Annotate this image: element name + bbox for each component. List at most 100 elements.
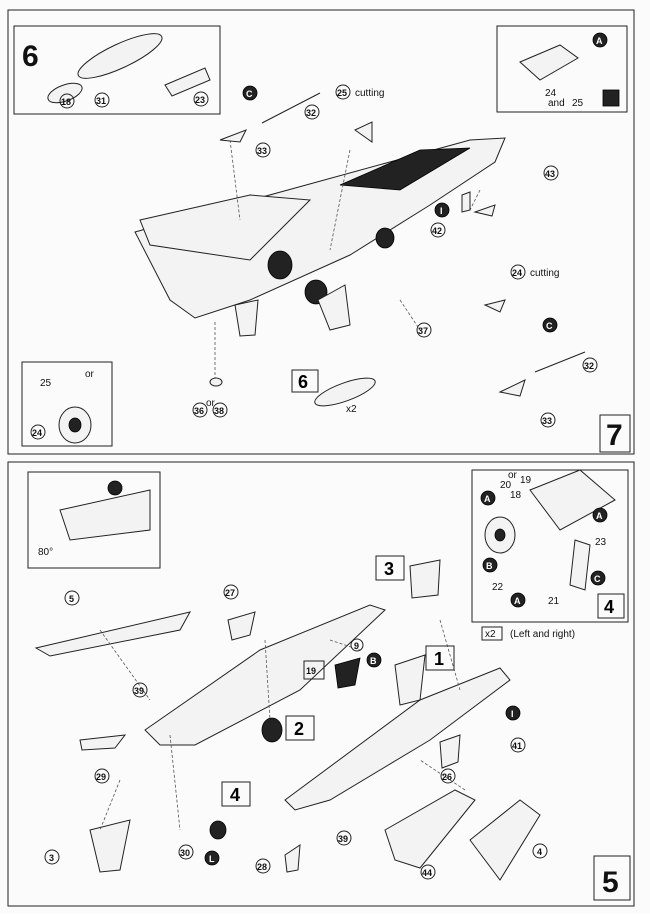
callout-9 [350,638,364,652]
tag-3-label: 3 [384,559,394,579]
x2-box [481,626,503,641]
inset-marker-C [590,570,606,586]
part-28 [284,844,301,873]
drop-tank [77,33,163,79]
glue-icon [602,89,620,107]
callout-41-label: 41 [512,741,522,751]
callout-32-bottom-label: 32 [584,361,594,371]
callout-39-bottom-label: 39 [338,834,348,844]
callout-3 [44,849,60,865]
and-label: and [548,98,565,109]
tag-1 [425,645,455,671]
callout-29-label: 29 [96,772,106,782]
marker-I-bottom [505,705,521,721]
inset-marker-A-1 [480,490,496,506]
callout-18 [30,424,46,440]
marker-C-top [242,85,258,101]
inset-marker-C-label: C [594,574,601,584]
left-right-label: (Left and right) [510,629,575,640]
drop-tank-bottom [314,377,376,407]
wing-insert-part [519,44,579,81]
part-33-top [219,129,248,143]
inset-callout-19: 19 [520,475,532,486]
callout-3-label: 3 [49,853,54,863]
callout-42 [430,222,446,238]
wheel-4-part [261,717,283,743]
part-26 [439,734,461,769]
nose-wheel [375,227,395,249]
marker-L-label: L [209,854,215,864]
gear-door-2 [234,299,259,337]
inset-marker-A-2-label: A [514,596,521,606]
tag-2 [285,715,315,741]
callout-44 [420,864,436,880]
callout-33-bottom [540,412,556,428]
callout-33-top [255,142,271,158]
callout-24-cut-label: 24 [512,268,522,278]
callout-39-bottom [336,830,352,846]
part-29 [79,734,127,751]
gear-door-1 [317,284,351,331]
callout-25 [335,84,351,100]
marker-I-bottom-label: I [511,709,514,719]
callout-35 [94,92,110,108]
step-5-number: 5 [602,866,619,899]
wing-part-5 [34,611,191,657]
callout-33-bottom-label: 33 [542,416,552,426]
part-32-bottom [534,351,586,373]
cutting-label-2: cutting [530,268,559,279]
subpanel-wing-parts-border [496,25,628,113]
callout-28-label: 28 [257,862,267,872]
step-7-number: 7 [606,419,623,452]
subpanel-6-number: 6 [22,40,39,73]
callout-25-cut-label: 25 [337,88,347,98]
inset-marker-A-3 [592,507,608,523]
callout-42-label: 42 [432,226,442,236]
marker-C-top-label: C [246,89,253,99]
or-label-1: or [85,369,95,380]
subassembly-tag-6 [291,369,319,393]
inset-angle-border [27,471,161,569]
inset-strut [569,539,591,591]
tail-part-3 [89,819,131,873]
inset-marker-A-2 [510,592,526,608]
callout-32-bottom [582,357,598,373]
inset-marker-B [482,557,498,573]
fuselage-half-right [284,667,511,811]
marker-A-top [592,32,608,48]
inset-step-4-box [597,593,625,619]
marker-B-bottom-label: B [370,656,377,666]
x2-label-top: x2 [346,404,357,415]
callout-27-label: 27 [225,588,235,598]
tag-2-label: 2 [294,719,304,739]
missile-part [47,82,83,104]
callout-38-label: 38 [214,406,224,416]
callout-37-label: 37 [418,326,428,336]
callout-44-label: 44 [422,868,432,878]
inset-bay-part [529,469,616,531]
part-24-cut [483,299,506,313]
subassembly-3-part [409,559,441,599]
callout-9-label: 9 [354,641,359,651]
part-42 [461,191,471,213]
inset-wheel-hub [494,528,506,542]
tag-1-label: 1 [434,649,444,669]
inset-step-4-number: 4 [604,597,614,617]
aircraft-canopy [339,147,471,191]
part-19-label: 19 [306,666,316,676]
tag-3 [375,555,405,581]
angle-label: 80° [38,547,53,558]
callout-5 [64,590,80,606]
part-19-box [303,660,325,680]
callout-34-label: 18 [61,97,71,107]
top-panel-border [7,9,635,455]
inset-marker-B-label: B [486,561,493,571]
callout-43 [543,165,559,181]
callout-28 [255,858,271,874]
callout-30 [178,844,194,860]
part-27 [227,611,256,641]
callout-32-label: 32 [306,108,316,118]
seat-part-9 [334,657,361,689]
callout-37 [416,322,432,338]
